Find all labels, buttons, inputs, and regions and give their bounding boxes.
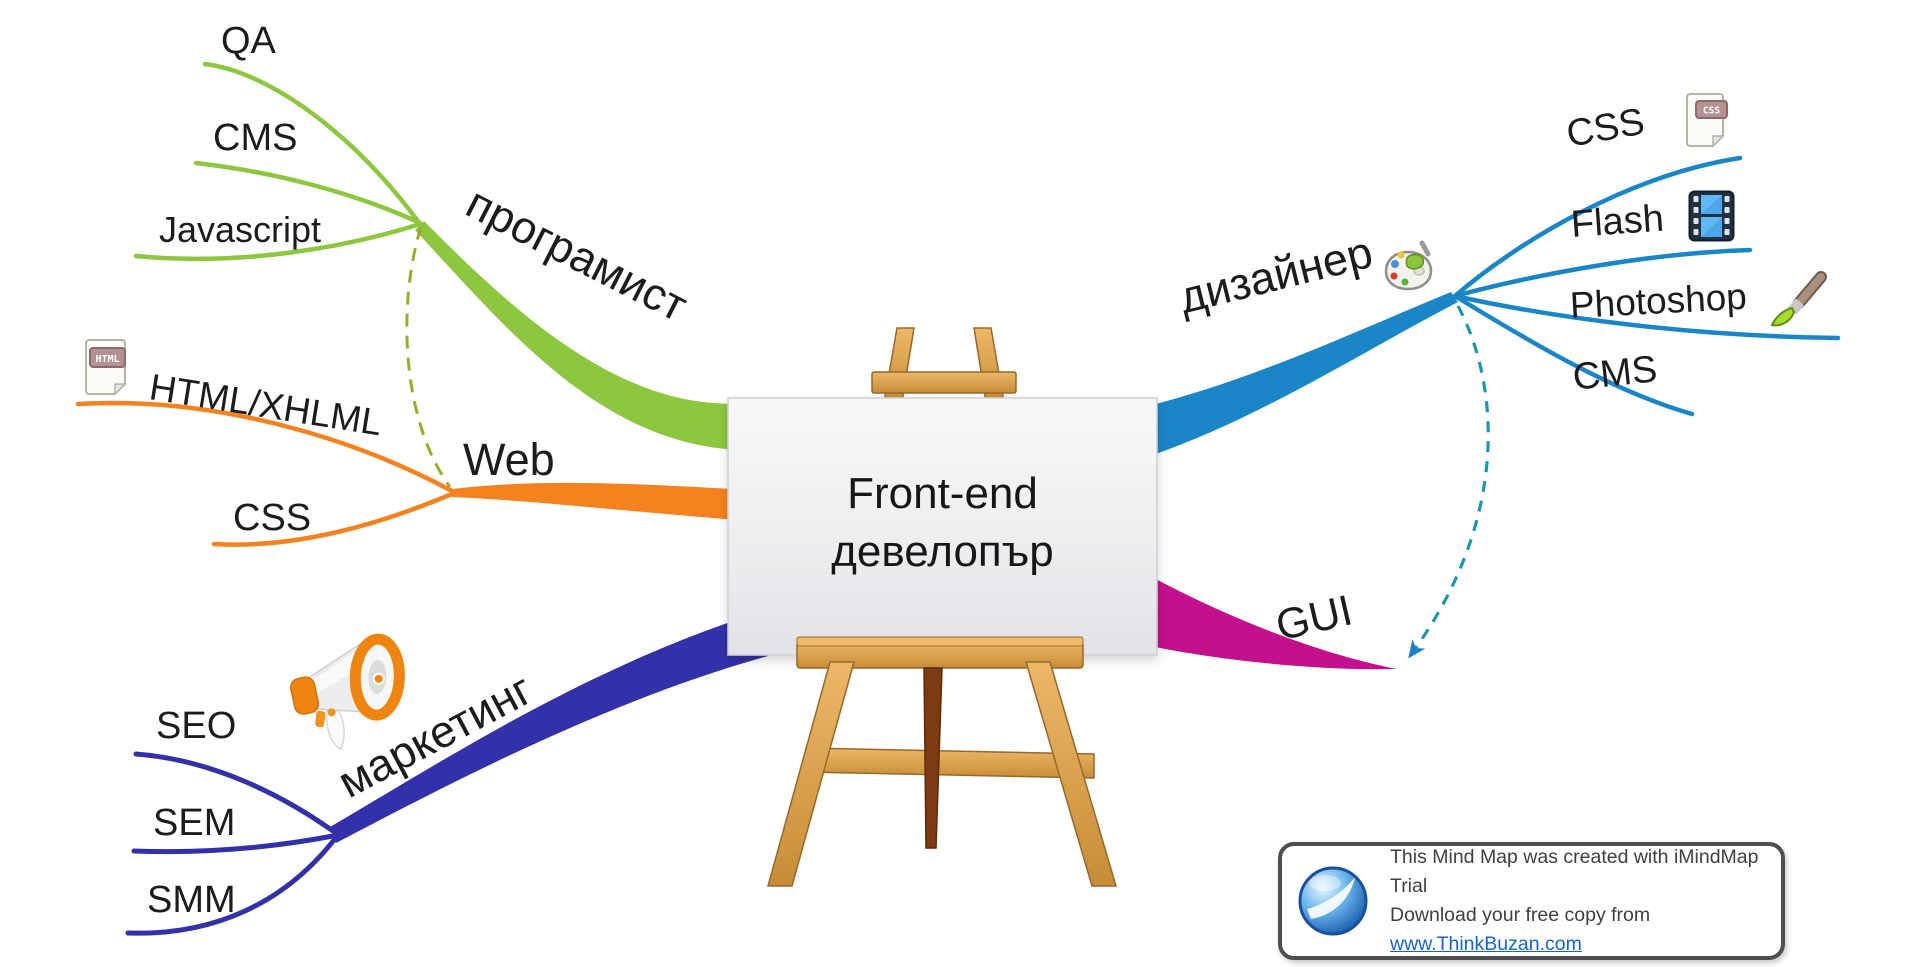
watermark-link[interactable]: www.ThinkBuzan.com	[1390, 933, 1582, 955]
designer-branch	[1148, 155, 1841, 456]
film-icon	[1688, 190, 1735, 242]
watermark-line2-prefix: Download your free copy from	[1390, 904, 1651, 926]
designer-gui-arrow	[1408, 305, 1490, 659]
css-file-icon: CSS	[1686, 93, 1728, 148]
easel-mast	[871, 327, 1017, 403]
marketing-branch	[125, 610, 768, 936]
branch-label-web: Web	[463, 434, 555, 485]
node-label-smm: SMM	[147, 879, 236, 921]
node-label-sem: SEM	[153, 802, 236, 844]
imindmap-logo-icon	[1298, 866, 1368, 936]
watermark-text-line2: Download your free copy from www.ThinkBu…	[1390, 901, 1767, 959]
central-node-board	[727, 397, 1158, 656]
node-label-cms-left: CMS	[213, 117, 298, 159]
palette-icon	[1384, 240, 1433, 291]
node-label-cms-right: CMS	[1570, 348, 1660, 399]
css-badge-text: CSS	[1703, 106, 1720, 117]
html-file-icon: HTML	[85, 339, 127, 396]
node-label-javascript: Javascript	[159, 209, 322, 250]
megaphone-icon	[290, 633, 405, 751]
web-branch	[75, 400, 752, 547]
node-label-flash: Flash	[1569, 197, 1666, 246]
watermark-text-line1: This Mind Map was created with iMindMap …	[1390, 846, 1759, 897]
programmer-web-link-line	[405, 226, 452, 488]
easel-stand	[767, 636, 1118, 887]
programmer-branch	[133, 61, 756, 451]
gui-branch	[1150, 576, 1397, 670]
node-label-css-left: CSS	[233, 497, 312, 539]
brush-icon	[1770, 271, 1827, 327]
trial-watermark: This Mind Map was created with iMindMap …	[1278, 842, 1785, 960]
node-label-seo: SEO	[156, 705, 237, 747]
html-badge-text: HTML	[95, 354, 119, 365]
node-label-photoshop: Photoshop	[1568, 275, 1748, 326]
node-label-qa: QA	[221, 20, 276, 62]
